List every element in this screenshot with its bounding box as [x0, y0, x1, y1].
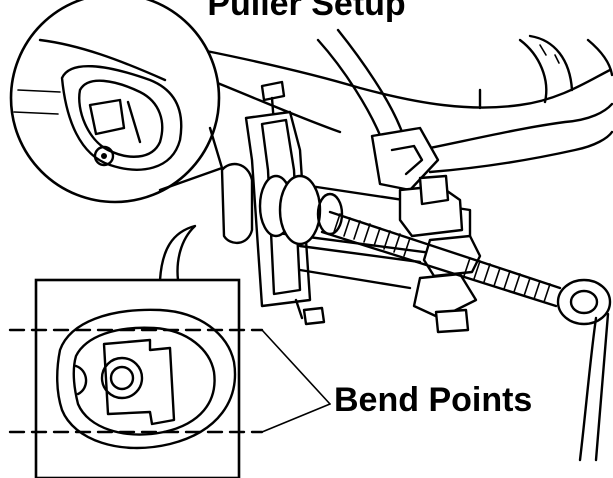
bend-points-label: Bend Points	[334, 381, 533, 419]
suspension-arm	[148, 34, 613, 174]
bend-points-detail-box	[34, 224, 241, 478]
threaded-screw	[320, 210, 562, 308]
diagram-title: Puller Setup	[207, 0, 406, 23]
upper-wrench	[316, 28, 440, 192]
box-end-wrench	[556, 278, 612, 462]
bend-point-lines	[8, 328, 331, 434]
magnified-view-circle	[9, 0, 224, 204]
